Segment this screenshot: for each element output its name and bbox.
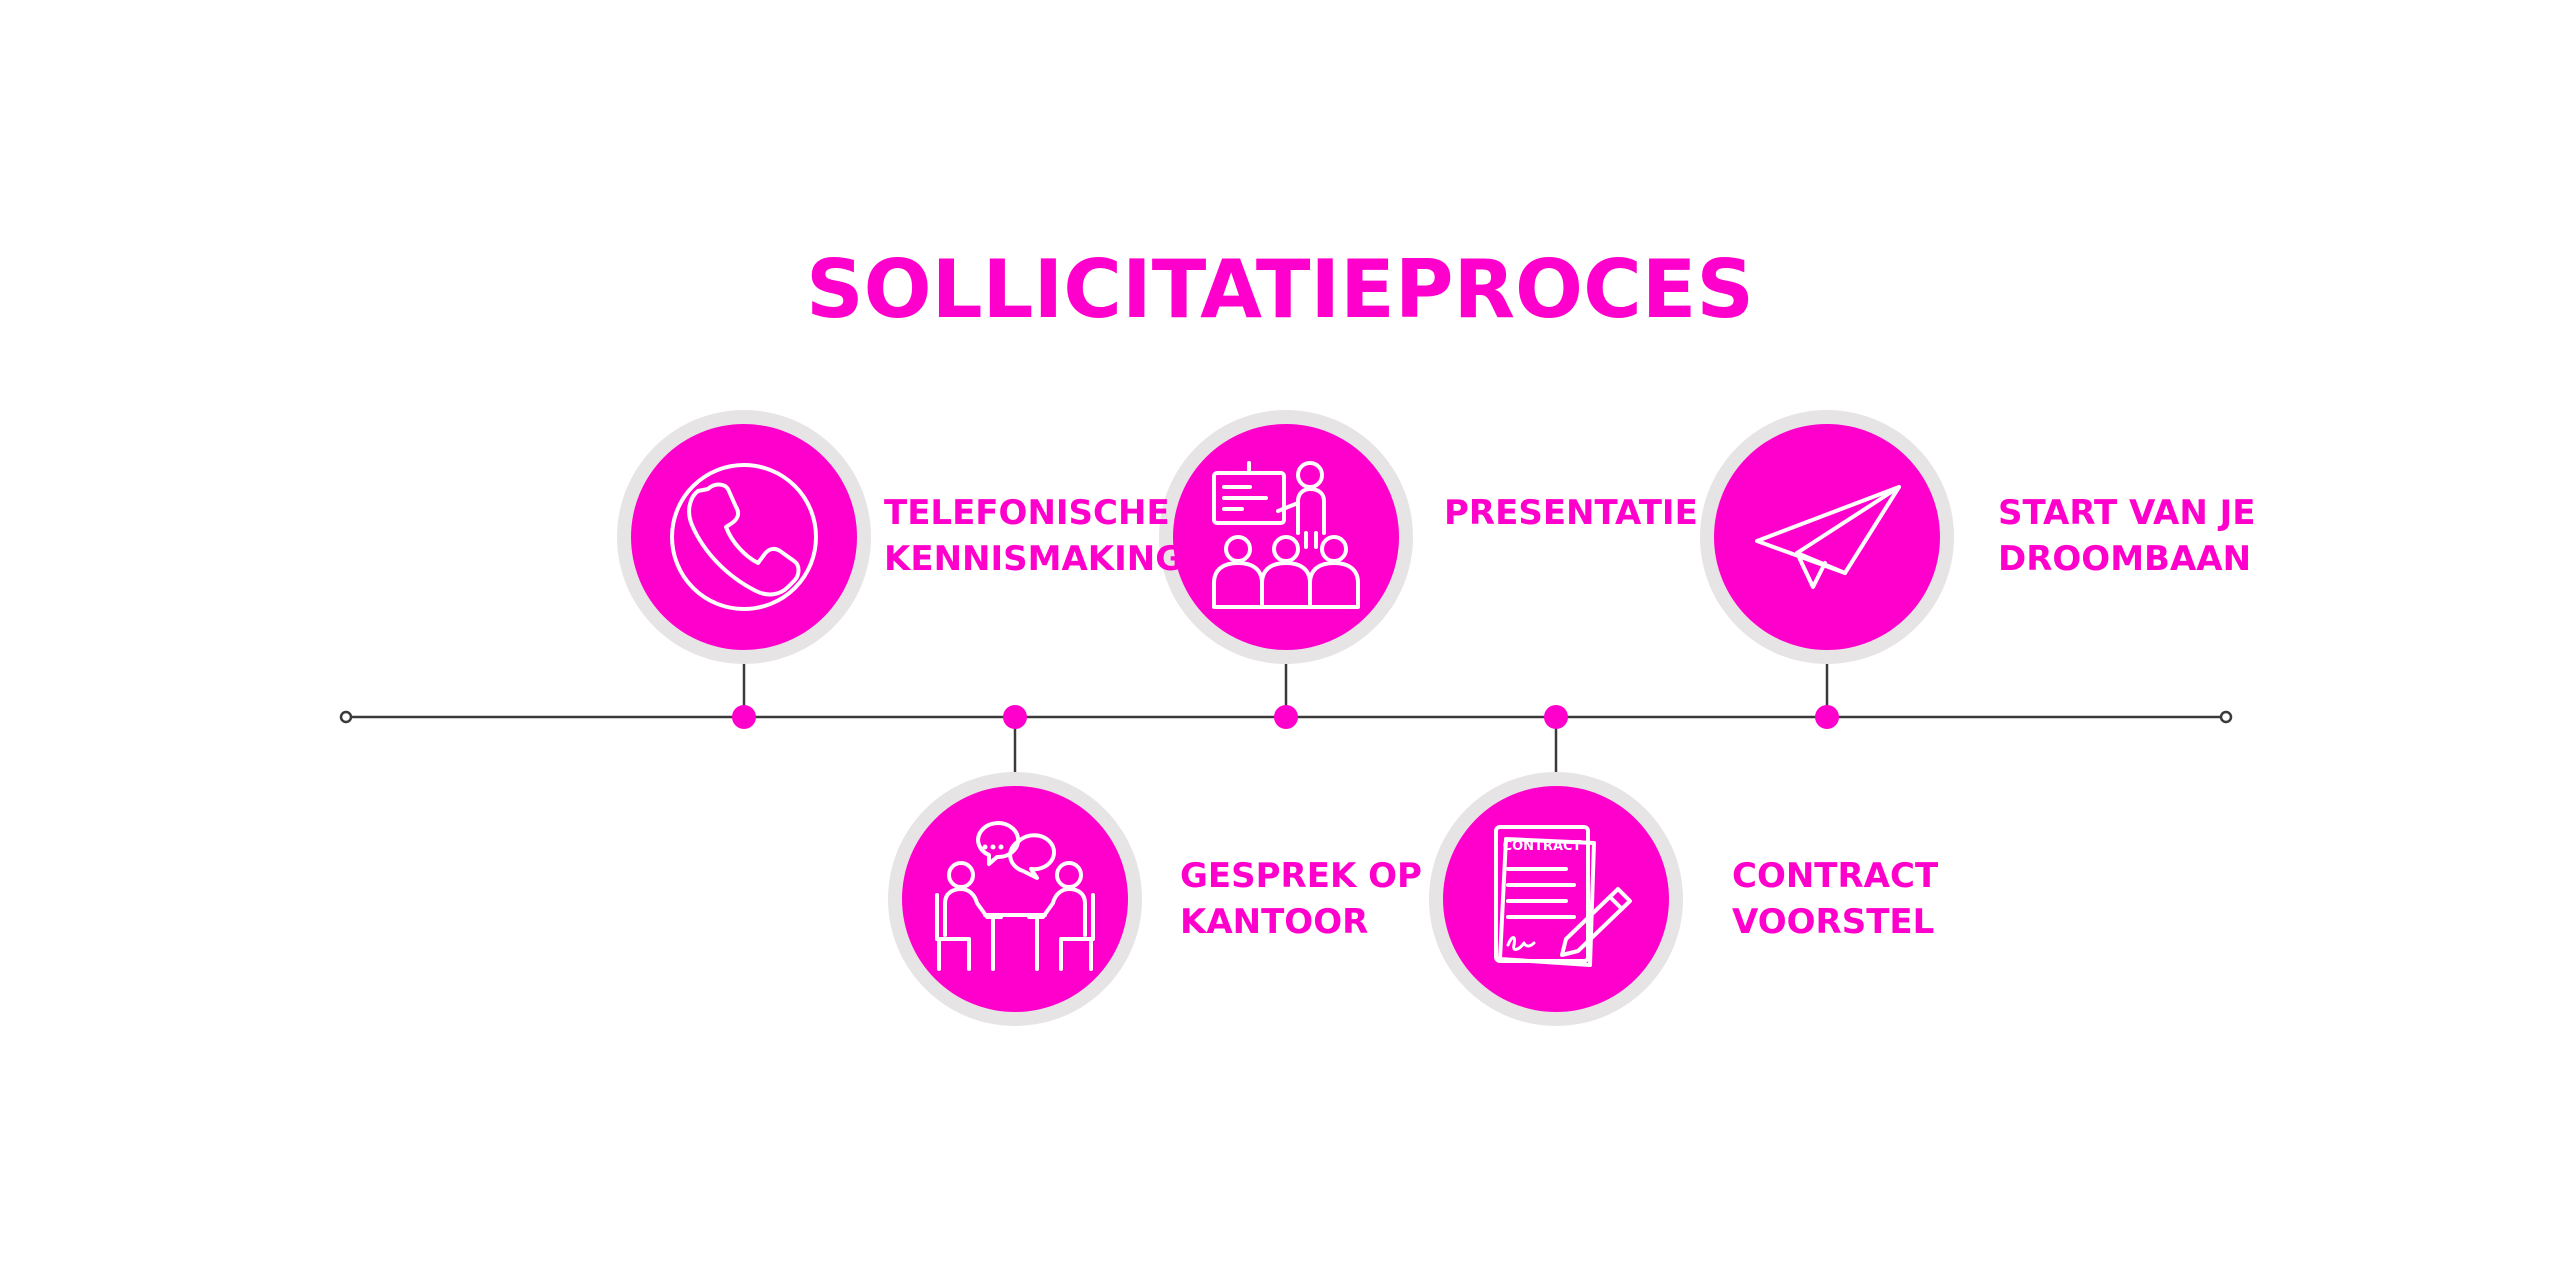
step-label-line: KENNISMAKING bbox=[884, 539, 1184, 579]
step-telefonische-kennismaking bbox=[617, 410, 871, 729]
step-circle bbox=[1714, 424, 1940, 650]
timeline-dot bbox=[732, 705, 756, 729]
contract-icon: CONTRACT bbox=[1494, 825, 1632, 967]
step-circle bbox=[902, 786, 1128, 1012]
timeline-end-cap bbox=[2219, 710, 2233, 724]
presentation-icon bbox=[1212, 461, 1360, 609]
step-label-start-van-je-droombaan: START VAN JE DROOMBAAN bbox=[1998, 490, 2256, 582]
step-label-line: KANTOOR bbox=[1180, 902, 1369, 942]
step-label-contract-voorstel: CONTRACT VOORSTEL bbox=[1732, 853, 1938, 945]
step-label-line: GESPREK OP bbox=[1180, 856, 1422, 896]
paper-plane-icon bbox=[1755, 485, 1901, 589]
meeting-table-icon bbox=[935, 821, 1095, 971]
step-label-line: TELEFONISCHE bbox=[884, 493, 1170, 533]
timeline-start-cap bbox=[339, 710, 353, 724]
step-label-line: PRESENTATIE bbox=[1444, 493, 1698, 533]
step-label-line: VOORSTEL bbox=[1732, 902, 1935, 942]
step-label-line: DROOMBAAN bbox=[1998, 539, 2252, 579]
timeline-dot bbox=[1544, 705, 1568, 729]
step-label-line: START VAN JE bbox=[1998, 493, 2256, 533]
step-presentatie bbox=[1159, 410, 1413, 729]
step-label-line: CONTRACT bbox=[1732, 856, 1939, 896]
timeline-dot bbox=[1003, 705, 1027, 729]
step-label-presentatie: PRESENTATIE bbox=[1444, 490, 1698, 536]
step-start-van-je-droombaan bbox=[1700, 410, 1954, 729]
step-gesprek-op-kantoor bbox=[888, 705, 1142, 1026]
step-contract-voorstel: CONTRACT bbox=[1429, 705, 1683, 1026]
timeline-dot bbox=[1815, 705, 1839, 729]
phone-icon bbox=[670, 463, 818, 611]
step-circle bbox=[631, 424, 857, 650]
step-label-gesprek-op-kantoor: GESPREK OP KANTOOR bbox=[1180, 853, 1422, 945]
contract-icon-text: CONTRACT bbox=[1503, 839, 1582, 854]
timeline-dot bbox=[1274, 705, 1298, 729]
step-label-telefonische-kennismaking: TELEFONISCHE KENNISMAKING bbox=[884, 490, 1183, 582]
infographic-title: SOLLICITATIEPROCES bbox=[805, 243, 1755, 336]
